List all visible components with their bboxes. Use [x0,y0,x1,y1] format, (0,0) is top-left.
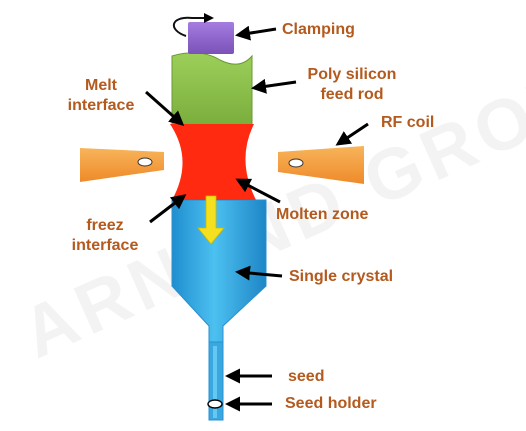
label-freez-interface: freez interface [62,216,148,256]
label-melt-line1: Melt [85,77,117,94]
label-melt-interface: Melt interface [58,76,144,116]
rf-coil-right-hole [288,158,304,168]
label-freez-line2: interface [71,237,139,254]
label-melt-line2: interface [67,97,135,114]
label-poly-silicon-line1: Poly silicon [307,66,397,83]
label-rf-coil: RF coil [381,114,435,131]
label-clamping: Clamping [282,21,355,38]
molten-zone [170,124,256,200]
rf-coil-right [278,146,364,184]
poly-silicon-feed-rod [171,52,253,127]
seed-holder [207,399,223,409]
pointer-melt-interface [145,90,185,126]
label-seed-holder: Seed holder [285,395,377,412]
label-poly-silicon-feed-rod: Poly silicon feed rod [299,65,405,105]
pointer-freez-interface [149,194,187,224]
rf-coil-left-hole [137,157,153,167]
label-single-crystal: Single crystal [289,268,394,285]
rotation-arrow [173,13,214,37]
label-freez-line1: freez [86,217,124,234]
pointer-rf-coil [335,122,369,146]
label-poly-silicon-line2: feed rod [320,86,384,103]
pointer-molten-zone [235,178,281,204]
rf-coil-left [80,148,164,182]
label-seed: seed [288,368,325,385]
pointer-clamping [235,25,277,41]
pointer-single-crystal [235,265,283,281]
label-molten-zone: Molten zone [276,206,369,223]
seed-highlight [213,346,217,418]
growth-direction-arrow [197,195,225,245]
pointer-feed-rod [251,78,297,94]
clamp [188,22,234,54]
